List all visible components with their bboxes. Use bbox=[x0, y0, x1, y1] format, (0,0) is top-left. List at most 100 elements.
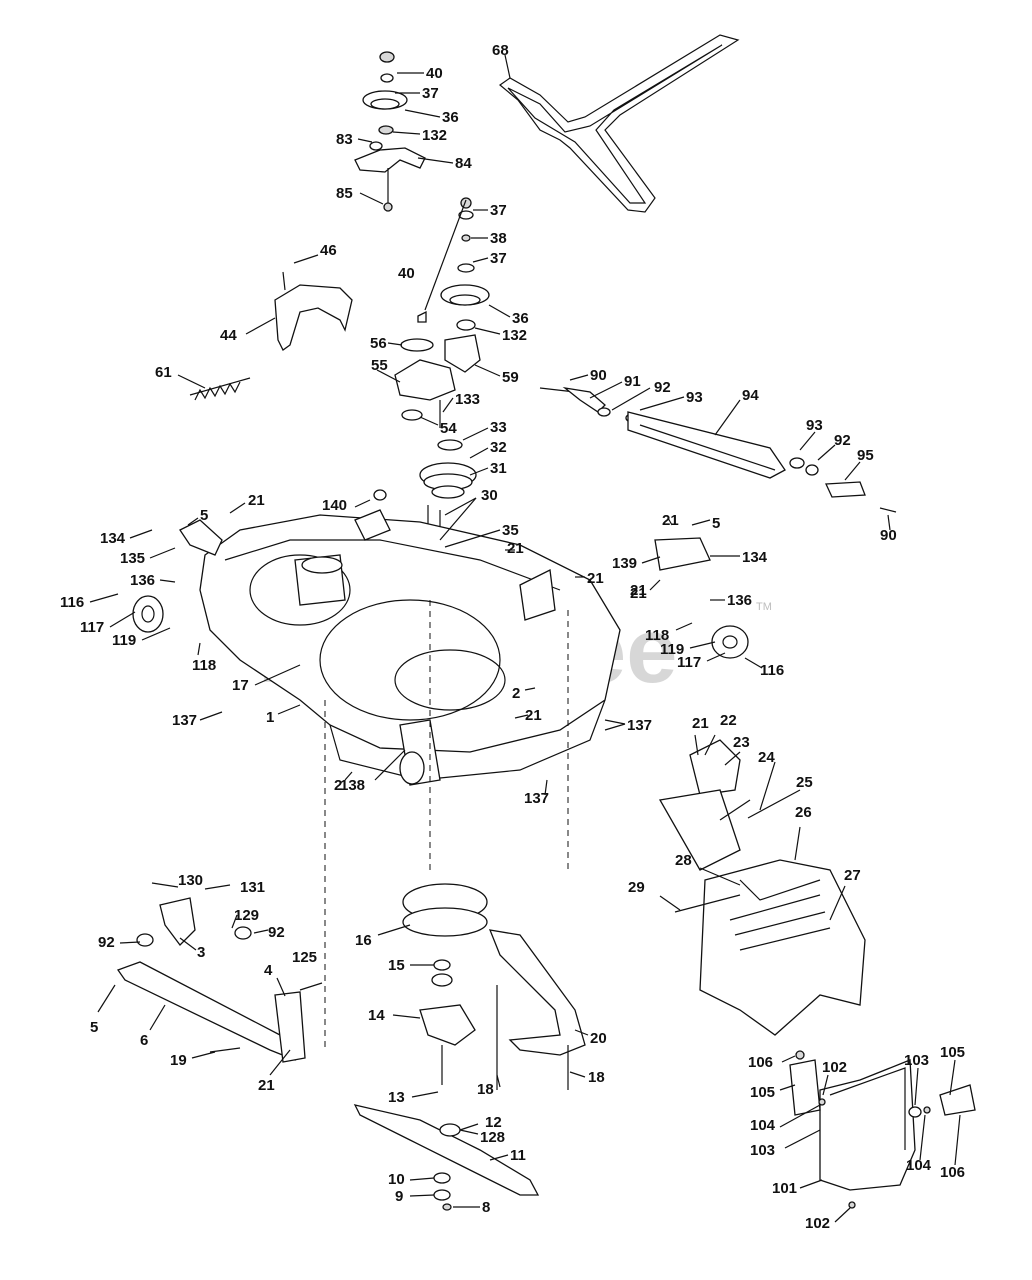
part-label: 116 bbox=[60, 594, 84, 611]
part-label: 119 bbox=[112, 632, 136, 649]
leader-lines bbox=[89, 54, 961, 1223]
part-label: 23 bbox=[733, 734, 750, 751]
part-label: 103 bbox=[904, 1052, 929, 1069]
part-label: 46 bbox=[320, 242, 337, 259]
part-label: 125 bbox=[292, 949, 317, 966]
part-label: 9 bbox=[395, 1188, 403, 1205]
guide-lines bbox=[324, 600, 569, 1050]
part-label: 129 bbox=[234, 907, 259, 924]
idler-arm-assembly bbox=[394, 334, 481, 428]
part-label: 30 bbox=[481, 487, 498, 504]
watermark-trademark: TM bbox=[756, 601, 772, 613]
idler-pulley-lower-assembly bbox=[417, 197, 490, 331]
part-label: 117 bbox=[80, 619, 104, 636]
part-label: 35 bbox=[502, 522, 519, 539]
part-label: 136 bbox=[130, 572, 155, 589]
part-label: 92 bbox=[834, 432, 851, 449]
part-label: 106 bbox=[748, 1054, 773, 1071]
part-label: 90 bbox=[880, 527, 897, 544]
part-label: 91 bbox=[624, 373, 641, 390]
part-label: 14 bbox=[368, 1007, 385, 1024]
part-label: 132 bbox=[502, 327, 527, 344]
part-label: 38 bbox=[490, 230, 507, 247]
part-label: 93 bbox=[686, 389, 703, 406]
spring bbox=[189, 377, 251, 401]
part-label: 17 bbox=[232, 677, 249, 694]
part-label: 21 bbox=[662, 512, 679, 529]
part-label: 3 bbox=[197, 944, 205, 961]
part-label: 15 bbox=[388, 957, 405, 974]
part-label: 25 bbox=[796, 774, 813, 791]
part-label: 132 bbox=[422, 127, 447, 144]
part-label: 13 bbox=[388, 1089, 405, 1106]
part-label: 131 bbox=[240, 879, 265, 896]
part-label: 22 bbox=[720, 712, 737, 729]
part-label: 21 bbox=[692, 715, 709, 732]
part-label: 95 bbox=[857, 447, 874, 464]
part-label: 18 bbox=[588, 1069, 605, 1086]
part-label: 138 bbox=[340, 777, 365, 794]
part-label: 11 bbox=[510, 1147, 526, 1164]
part-label: 29 bbox=[628, 879, 645, 896]
discharge-chute bbox=[658, 739, 866, 1036]
part-label: 92 bbox=[98, 934, 115, 951]
belt-guard bbox=[274, 271, 353, 351]
part-label: 134 bbox=[100, 530, 126, 547]
part-label: 12 bbox=[485, 1114, 502, 1131]
part-label: 104 bbox=[906, 1157, 932, 1174]
part-label: 26 bbox=[795, 804, 812, 821]
part-label: 5 bbox=[712, 515, 720, 532]
part-label: 21 bbox=[630, 582, 647, 599]
part-label: 118 bbox=[645, 627, 669, 644]
part-label: 19 bbox=[170, 1052, 187, 1069]
part-labels: 68 40 37 36 132 83 84 85 37 38 37 36 132… bbox=[60, 42, 965, 1232]
part-label: 84 bbox=[455, 155, 472, 172]
part-label: 10 bbox=[388, 1171, 405, 1188]
part-label: 37 bbox=[490, 202, 507, 219]
part-label: 140 bbox=[322, 497, 347, 514]
part-label: 137 bbox=[627, 717, 652, 734]
part-label: 6 bbox=[140, 1032, 148, 1049]
part-label: 56 bbox=[370, 335, 387, 352]
part-label: 18 bbox=[477, 1081, 494, 1098]
part-label: 105 bbox=[750, 1084, 775, 1101]
part-label: 93 bbox=[806, 417, 823, 434]
part-label: 133 bbox=[455, 391, 480, 408]
mulch-cover-assembly bbox=[789, 1050, 976, 1209]
part-label: 59 bbox=[502, 369, 519, 386]
part-label: 117 bbox=[677, 654, 701, 671]
part-label: 40 bbox=[426, 65, 443, 82]
part-label: 102 bbox=[805, 1215, 830, 1232]
idler-pulley-upper-assembly bbox=[354, 51, 426, 212]
part-label: 37 bbox=[422, 85, 439, 102]
part-label: 2 bbox=[334, 777, 342, 794]
part-label: 94 bbox=[742, 387, 759, 404]
part-label: 2 bbox=[512, 685, 520, 702]
part-label: 104 bbox=[750, 1117, 776, 1134]
part-label: 21 bbox=[587, 570, 604, 587]
part-label: 32 bbox=[490, 439, 507, 456]
part-label: 106 bbox=[940, 1164, 965, 1181]
deck-lift-linkage bbox=[116, 882, 323, 1063]
part-label: 28 bbox=[675, 852, 692, 869]
part-label: 21 bbox=[258, 1077, 275, 1094]
blade-spindle-assembly bbox=[353, 883, 586, 1211]
part-label: 119 bbox=[660, 641, 684, 658]
part-label: 118 bbox=[192, 657, 216, 674]
part-label: 44 bbox=[220, 327, 237, 344]
deck-wheels bbox=[132, 489, 749, 786]
part-label: 137 bbox=[524, 790, 549, 807]
part-label: 33 bbox=[490, 419, 507, 436]
part-label: 21 bbox=[525, 707, 542, 724]
part-label: 130 bbox=[178, 872, 203, 889]
part-label: 55 bbox=[371, 357, 388, 374]
part-label: 101 bbox=[772, 1180, 797, 1197]
part-label: 116 bbox=[760, 662, 784, 679]
part-label: 105 bbox=[940, 1044, 965, 1061]
part-label: 8 bbox=[482, 1199, 490, 1216]
part-label: 5 bbox=[90, 1019, 98, 1036]
part-label: 102 bbox=[822, 1059, 847, 1076]
part-label: 5 bbox=[200, 507, 208, 524]
part-label: 134 bbox=[742, 549, 768, 566]
